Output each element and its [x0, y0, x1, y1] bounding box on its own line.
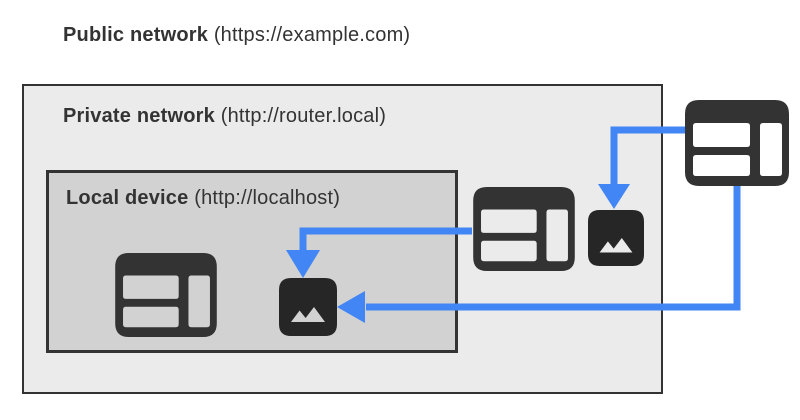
private-image-resource-icon [588, 210, 644, 266]
public-network-label: Public network (https://example.com) [63, 24, 410, 47]
local-browser-window-icon [115, 253, 217, 337]
private-browser-window-icon [473, 187, 575, 271]
local-device-label: Local device (http://localhost) [66, 187, 340, 210]
public-network-origin: (https://example.com) [213, 24, 411, 46]
local-image-resource-icon [279, 278, 337, 336]
private-network-origin: (http://router.local) [220, 105, 387, 127]
public-network-name: Public network [63, 24, 209, 46]
private-network-name: Private network [63, 105, 215, 127]
local-device-name: Local device [66, 187, 189, 209]
private-network-label: Private network (http://router.local) [63, 105, 386, 128]
local-device-origin: (http://localhost) [194, 187, 341, 209]
public-browser-window-icon [685, 100, 789, 186]
